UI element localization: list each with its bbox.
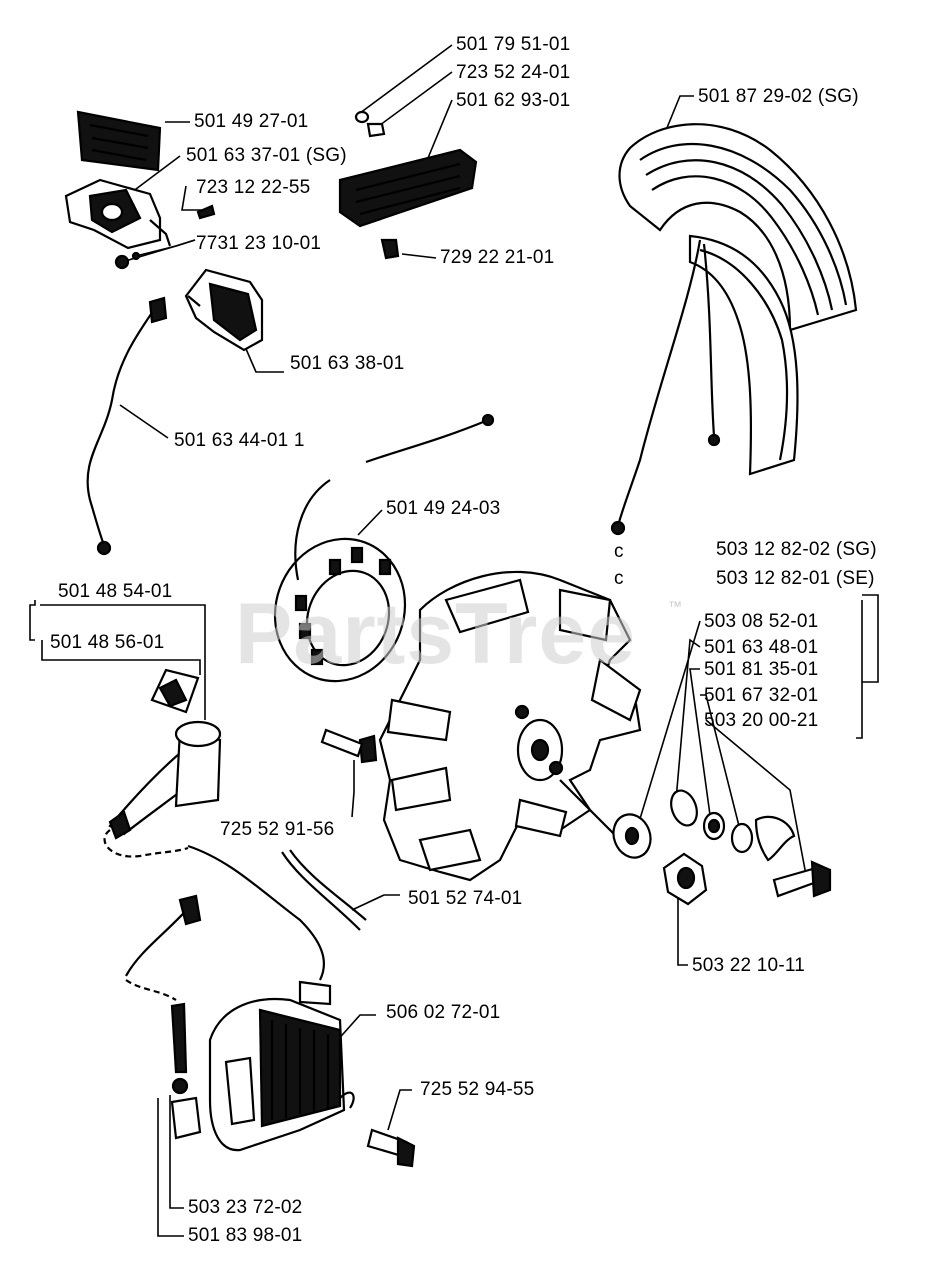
part-label-501813501[interactable]: 501 81 35-01 <box>704 659 819 680</box>
part-label-501633801[interactable]: 501 63 38-01 <box>290 353 405 374</box>
watermark-logo: PartsTree <box>235 586 637 682</box>
part-label-501492403[interactable]: 501 49 24-03 <box>386 498 501 519</box>
part-label-729222101[interactable]: 729 22 21-01 <box>440 247 555 268</box>
handle-guard-part <box>610 123 858 536</box>
part-label-723522401[interactable]: 723 52 24-01 <box>456 62 571 83</box>
ignition-trigger-part <box>108 668 222 840</box>
part-label-501634401[interactable]: 501 63 44-01 1 <box>174 430 305 451</box>
callout-c-2: c <box>614 568 624 589</box>
bracket-part <box>64 178 216 270</box>
part-label-501492701[interactable]: 501 49 27-01 <box>194 111 309 132</box>
watermark-trademark: ™ <box>668 598 682 614</box>
part-label-503221011[interactable]: 503 22 10-11 <box>692 955 805 976</box>
part-label-501673201[interactable]: 501 67 32-01 <box>704 685 819 706</box>
shield-part <box>338 110 478 260</box>
cable-part <box>86 296 495 556</box>
flywheel-ring-part <box>273 479 407 764</box>
part-label-501839801[interactable]: 501 83 98-01 <box>188 1225 303 1246</box>
part-label-501634801[interactable]: 501 63 48-01 <box>704 637 819 658</box>
part-label-503128202[interactable]: 503 12 82-02 (SG) <box>716 539 877 560</box>
part-label-723122255[interactable]: 723 12 22-55 <box>196 177 311 198</box>
part-label-503128201[interactable]: 503 12 82-01 (SE) <box>716 568 875 589</box>
part-label-503085201[interactable]: 503 08 52-01 <box>704 611 819 632</box>
part-label-506027201[interactable]: 506 02 72-01 <box>386 1002 501 1023</box>
leader-lines <box>29 44 879 1237</box>
air-filter-part <box>76 110 162 172</box>
part-label-731231001[interactable]: 7731 23 10-01 <box>196 233 322 254</box>
part-label-501527401[interactable]: 501 52 74-01 <box>408 888 523 909</box>
part-label-503237202[interactable]: 503 23 72-02 <box>188 1197 303 1218</box>
part-label-501633701[interactable]: 501 63 37-01 (SG) <box>186 145 347 166</box>
ignition-coil-part <box>103 829 416 1168</box>
part-label-725529455[interactable]: 725 52 94-55 <box>420 1079 535 1100</box>
part-label-501872902[interactable]: 501 87 29-02 (SG) <box>698 86 859 107</box>
part-label-501629301[interactable]: 501 62 93-01 <box>456 90 571 111</box>
switch-part <box>184 268 264 352</box>
part-label-503200021[interactable]: 503 20 00-21 <box>704 710 819 731</box>
flywheel-fan-part <box>378 570 642 882</box>
part-label-501485401[interactable]: 501 48 54-01 <box>58 581 173 602</box>
callout-c-1: c <box>614 541 624 562</box>
part-label-725529156[interactable]: 725 52 91-56 <box>220 819 335 840</box>
part-label-501795101[interactable]: 501 79 51-01 <box>456 34 571 55</box>
part-label-501485601[interactable]: 501 48 56-01 <box>50 632 165 653</box>
nut-washer-parts <box>612 789 832 906</box>
